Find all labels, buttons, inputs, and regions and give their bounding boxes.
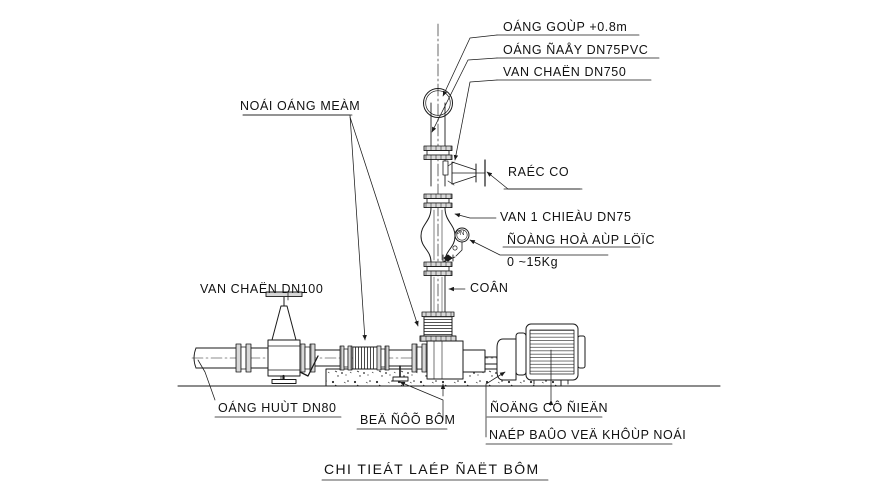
label-check-valve-top: VAN CHAËN DN750 [503, 65, 627, 79]
horizontal-pump-line [191, 291, 586, 385]
label-flexible-connector: NOÁI OÁNG MEÀM [240, 99, 361, 113]
label-union-fitting: RAÉC CO [508, 165, 570, 179]
flange-bellows-bottom [419, 335, 457, 342]
label-coupling-guard: NAÉP BAÛO VEÄ KHÔÙP NOÁI [489, 428, 687, 442]
one-way-check-valve-body [420, 207, 456, 263]
label-gate-valve: VAN CHAËN DN100 [200, 282, 324, 296]
valve-pedestal-support [271, 374, 297, 384]
pipe-support-stand [392, 365, 409, 382]
electric-motor [515, 323, 586, 385]
flange-post-valve [299, 343, 316, 373]
coupling-guard [496, 338, 517, 381]
label-underlines [214, 34, 673, 481]
label-outlet-pipe: OÁNG GOÙP +0.8m [503, 20, 628, 34]
pressure-gauge-tag: PN [456, 231, 465, 237]
label-pressure-range: 0 ~15Kg [507, 255, 559, 269]
flexible-connector-bellows [352, 346, 378, 370]
label-discharge-pipe: OÁNG ÑAÅY DN75PVC [503, 43, 649, 57]
union-branch-fitting [442, 159, 486, 187]
flange-post-flex [376, 345, 390, 371]
label-motor: ÑOÄNG CÔ ÑIEÄN [490, 401, 609, 415]
discharge-bellows [423, 316, 453, 337]
gate-valve-dn100 [250, 291, 303, 381]
flange-pre-flex [339, 345, 353, 371]
flange-upper [423, 145, 453, 161]
flange-pump-inlet [411, 343, 428, 373]
label-pressure-gauge: ÑOÀNG HOÀ AÙP LÖÏC [507, 233, 656, 247]
drawing-title: CHI TIEÁT LAÉP ÑAËT BÔM [324, 461, 540, 477]
pump-casing [426, 340, 504, 380]
top-valve-circle [423, 88, 453, 118]
label-pump-base: BEÄ ÑÔÕ BÔM [360, 413, 456, 427]
flange-bellows-top [421, 311, 455, 318]
label-suction-pipe: OÁNG HUÙT DN80 [218, 401, 337, 415]
flange-mid-lower [423, 261, 453, 277]
pressure-gauge-assembly [442, 227, 470, 263]
flange-mid-upper [423, 193, 453, 209]
flange-suction [235, 343, 252, 373]
vertical-riser-assembly [419, 23, 486, 342]
label-one-way-valve: VAN 1 CHIEÀU DN75 [500, 210, 632, 224]
label-reducer: COÂN [470, 281, 509, 295]
gauge-isolation-valve [442, 254, 454, 262]
